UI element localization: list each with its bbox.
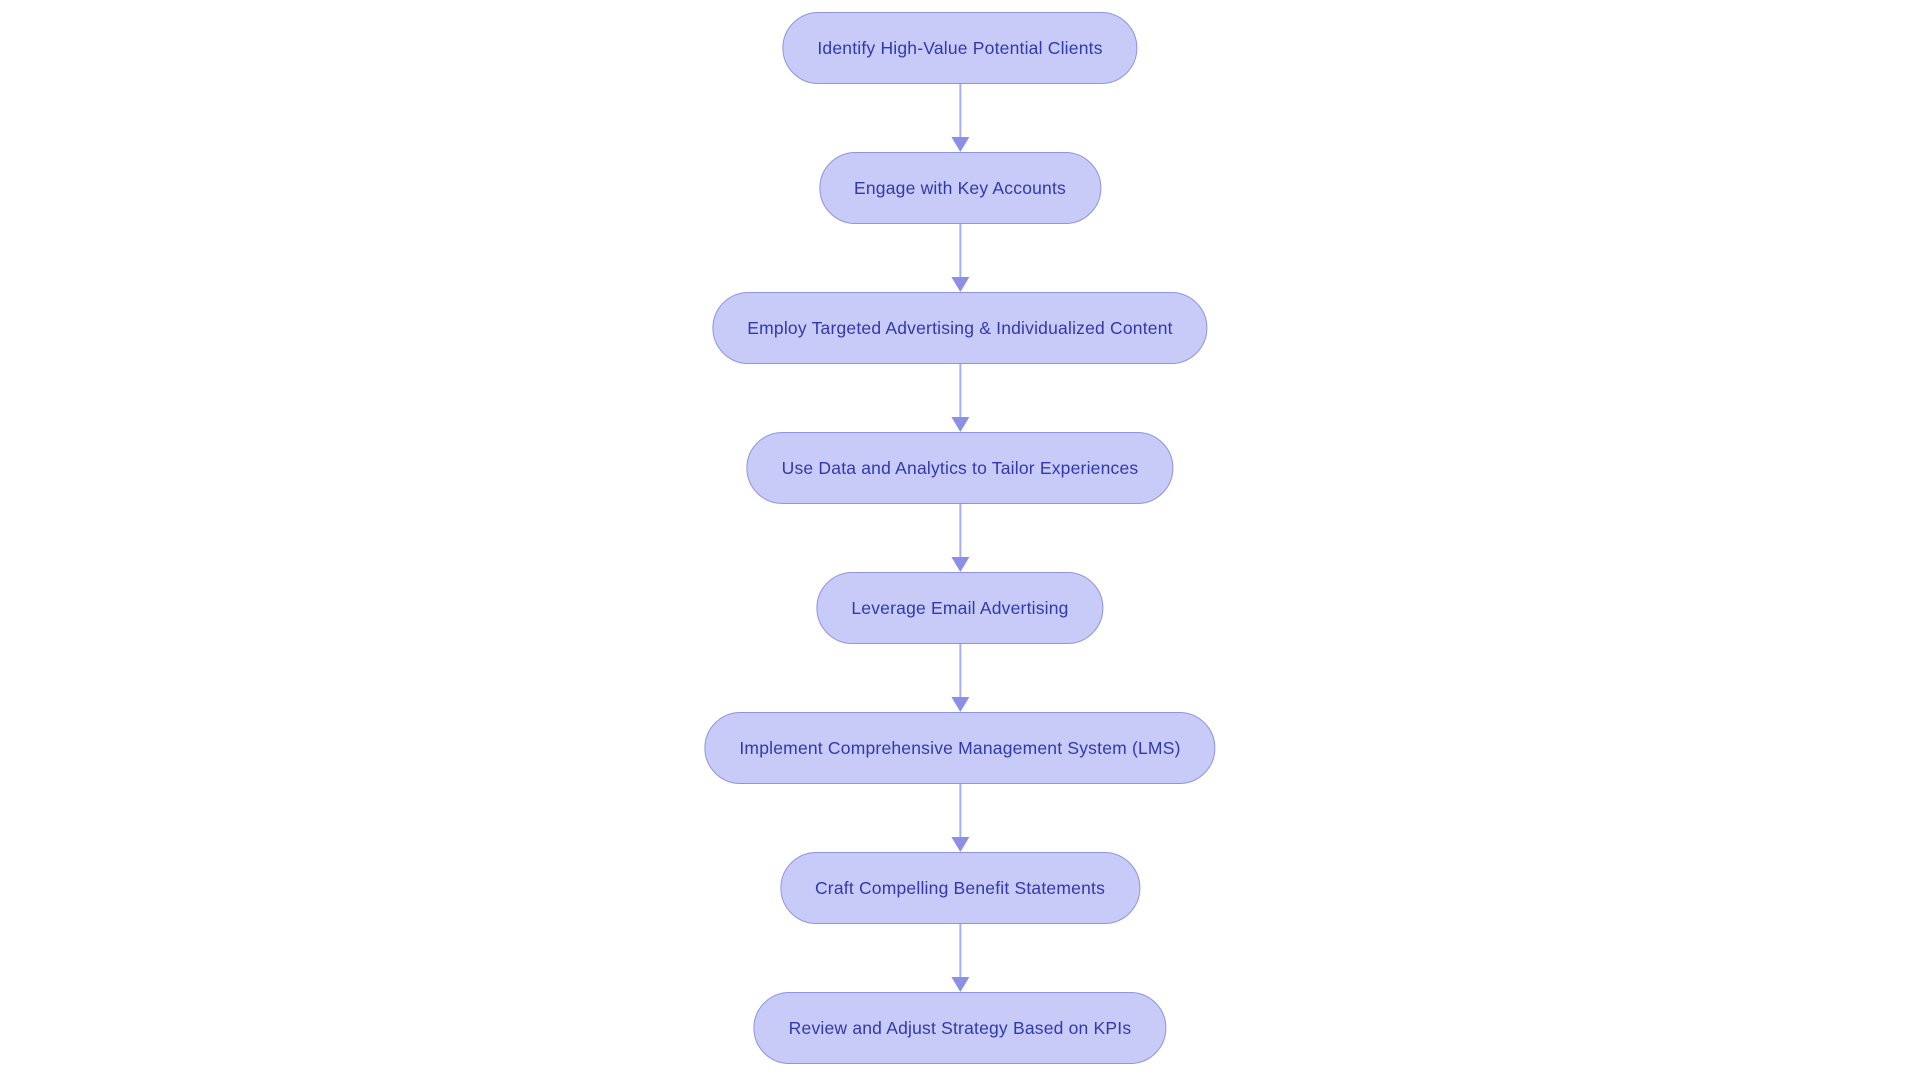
flow-node-label: Leverage Email Advertising — [851, 597, 1069, 618]
flow-node-label: Engage with Key Accounts — [853, 177, 1066, 198]
arrow-head-icon — [951, 977, 969, 992]
flow-node-5: Leverage Email Advertising — [816, 572, 1104, 644]
arrow-line — [959, 924, 961, 978]
flow-node-1: Identify High-Value Potential Clients — [782, 12, 1138, 84]
flow-node-4: Use Data and Analytics to Tailor Experie… — [746, 432, 1174, 504]
flow-arrow — [950, 644, 970, 712]
flow-node-7: Craft Compelling Benefit Statements — [779, 852, 1141, 924]
flow-node-label: Employ Targeted Advertising & Individual… — [747, 317, 1173, 338]
flow-arrow — [950, 84, 970, 152]
flow-arrow — [950, 364, 970, 432]
flow-node-label: Identify High-Value Potential Clients — [817, 37, 1103, 58]
arrow-line — [959, 504, 961, 558]
flow-node-label: Use Data and Analytics to Tailor Experie… — [781, 457, 1139, 478]
flow-arrow — [950, 224, 970, 292]
arrow-head-icon — [951, 837, 969, 852]
flow-arrow — [950, 504, 970, 572]
arrow-line — [959, 644, 961, 698]
flow-arrow — [950, 924, 970, 992]
arrow-head-icon — [951, 557, 969, 572]
arrow-head-icon — [951, 277, 969, 292]
arrow-line — [959, 224, 961, 278]
arrow-line — [959, 84, 961, 138]
arrow-head-icon — [951, 137, 969, 152]
flow-node-label: Review and Adjust Strategy Based on KPIs — [788, 1017, 1132, 1038]
flow-node-2: Engage with Key Accounts — [818, 152, 1101, 224]
arrow-head-icon — [951, 417, 969, 432]
flow-node-6: Implement Comprehensive Management Syste… — [704, 712, 1216, 784]
flowchart-column: Identify High-Value Potential Clients En… — [704, 12, 1216, 1064]
flow-node-label: Implement Comprehensive Management Syste… — [739, 737, 1181, 758]
flow-node-label: Craft Compelling Benefit Statements — [814, 877, 1106, 898]
arrow-line — [959, 784, 961, 838]
arrow-head-icon — [951, 697, 969, 712]
flow-node-8: Review and Adjust Strategy Based on KPIs — [753, 992, 1167, 1064]
flow-node-3: Employ Targeted Advertising & Individual… — [712, 292, 1208, 364]
flow-arrow — [950, 784, 970, 852]
arrow-line — [959, 364, 961, 418]
